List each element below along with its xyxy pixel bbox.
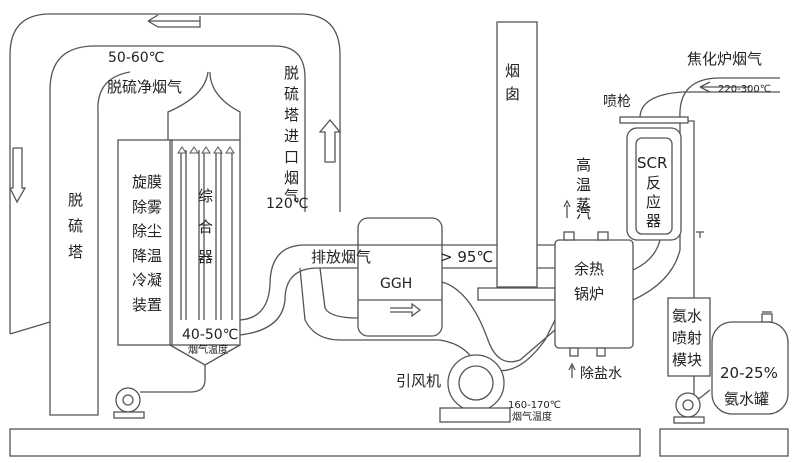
svg-text:氨水: 氨水 (672, 307, 702, 325)
pump-right (673, 392, 705, 424)
svg-text:应: 应 (646, 193, 661, 211)
svg-text:器: 器 (646, 212, 661, 230)
clean-gas-label: 脱硫净烟气 (107, 78, 182, 96)
gt95-label: > 95℃ (440, 248, 493, 266)
svg-text:硫: 硫 (68, 217, 83, 235)
ammonia-tank-label: 20-25% 氨水罐 (720, 364, 778, 408)
ggh-label: GGH (380, 276, 412, 292)
svg-text:蒸: 蒸 (576, 196, 591, 214)
ground-base-left (9, 428, 641, 457)
svg-text:喷射: 喷射 (672, 329, 702, 347)
scr-reactor (619, 77, 780, 301)
svg-text:SCR: SCR (637, 154, 667, 172)
svg-text:进: 进 (284, 127, 299, 145)
fan-temp-label: 160-170℃ (508, 400, 561, 411)
clean-gas-hood (167, 71, 241, 140)
flue-temp-caption-fan: 烟气温度 (512, 410, 552, 423)
ammonia-tank (688, 311, 789, 415)
inlet-gas-label: 脱 硫 塔 进 口 烟 气 (284, 64, 299, 205)
svg-text:口: 口 (284, 148, 299, 166)
svg-text:囱: 囱 (505, 85, 520, 103)
svg-text:除尘: 除尘 (132, 222, 162, 240)
coke-gas-label: 焦化炉烟气 (687, 50, 762, 68)
svg-text:塔: 塔 (68, 243, 83, 261)
svg-text:旋膜: 旋膜 (132, 173, 162, 191)
svg-text:塔: 塔 (284, 106, 299, 124)
spray-gun-label: 喷枪 (603, 93, 631, 110)
demister-label: 旋膜 除雾 除尘 降温 冷凝 装置 (132, 173, 162, 314)
svg-text:降温: 降温 (132, 247, 162, 265)
temp-top-label: 50-60℃ (108, 50, 164, 66)
waste-heat-boiler (554, 199, 634, 378)
svg-text:脱: 脱 (68, 191, 83, 209)
svg-text:氨水罐: 氨水罐 (724, 390, 769, 408)
boiler-label: 余热 锅炉 (574, 260, 604, 303)
svg-text:硫: 硫 (284, 85, 299, 103)
svg-text:模块: 模块 (672, 351, 702, 369)
chimney (477, 21, 556, 301)
chimney-label: 烟 囱 (505, 62, 520, 103)
induced-draft-fan (439, 354, 511, 423)
flue-temp-caption-mid: 烟气温度 (188, 343, 228, 356)
svg-text:烟: 烟 (505, 62, 520, 80)
exhaust-label: 排放烟气 (311, 248, 371, 266)
desalted-water-label: 除盐水 (580, 366, 622, 382)
svg-text:温: 温 (576, 176, 591, 194)
svg-text:综: 综 (198, 187, 213, 205)
svg-text:余热: 余热 (574, 260, 604, 278)
composite-device (117, 139, 241, 393)
svg-text:冷凝: 冷凝 (132, 271, 162, 289)
ammonia-module-label: 氨水 喷射 模块 (672, 307, 702, 369)
ammonia-module (667, 297, 711, 377)
composite-label: 综 合 器 (198, 187, 213, 266)
svg-text:合: 合 (198, 218, 213, 236)
svg-text:高: 高 (576, 156, 591, 174)
coke-temp-label: 220-300℃ (718, 84, 771, 95)
ground-base-right (659, 428, 789, 457)
svg-text:脱: 脱 (284, 64, 299, 82)
svg-text:反: 反 (646, 174, 661, 192)
svg-text:器: 器 (198, 248, 213, 266)
fan-label: 引风机 (396, 372, 441, 390)
svg-text:除雾: 除雾 (132, 198, 162, 216)
tower-label: 脱 硫 塔 (68, 191, 83, 261)
svg-text:烟: 烟 (284, 169, 299, 187)
svg-text:20-25%: 20-25% (720, 364, 778, 382)
tower-flow-arrows (9, 14, 342, 204)
ggh-heat-exchanger (357, 217, 443, 337)
steam-label: 高 温 蒸 汽 (576, 156, 591, 222)
temp-mid-label: 40-50℃ (182, 327, 238, 343)
desulfurization-tower (9, 13, 341, 416)
scr-label: SCR 反 应 器 (637, 154, 667, 230)
svg-text:装置: 装置 (132, 296, 162, 314)
inlet-temp-label: 120℃ (266, 196, 308, 212)
svg-text:气: 气 (284, 187, 299, 205)
pump-left (113, 387, 145, 419)
svg-text:汽: 汽 (576, 204, 591, 222)
svg-text:锅炉: 锅炉 (574, 285, 604, 303)
